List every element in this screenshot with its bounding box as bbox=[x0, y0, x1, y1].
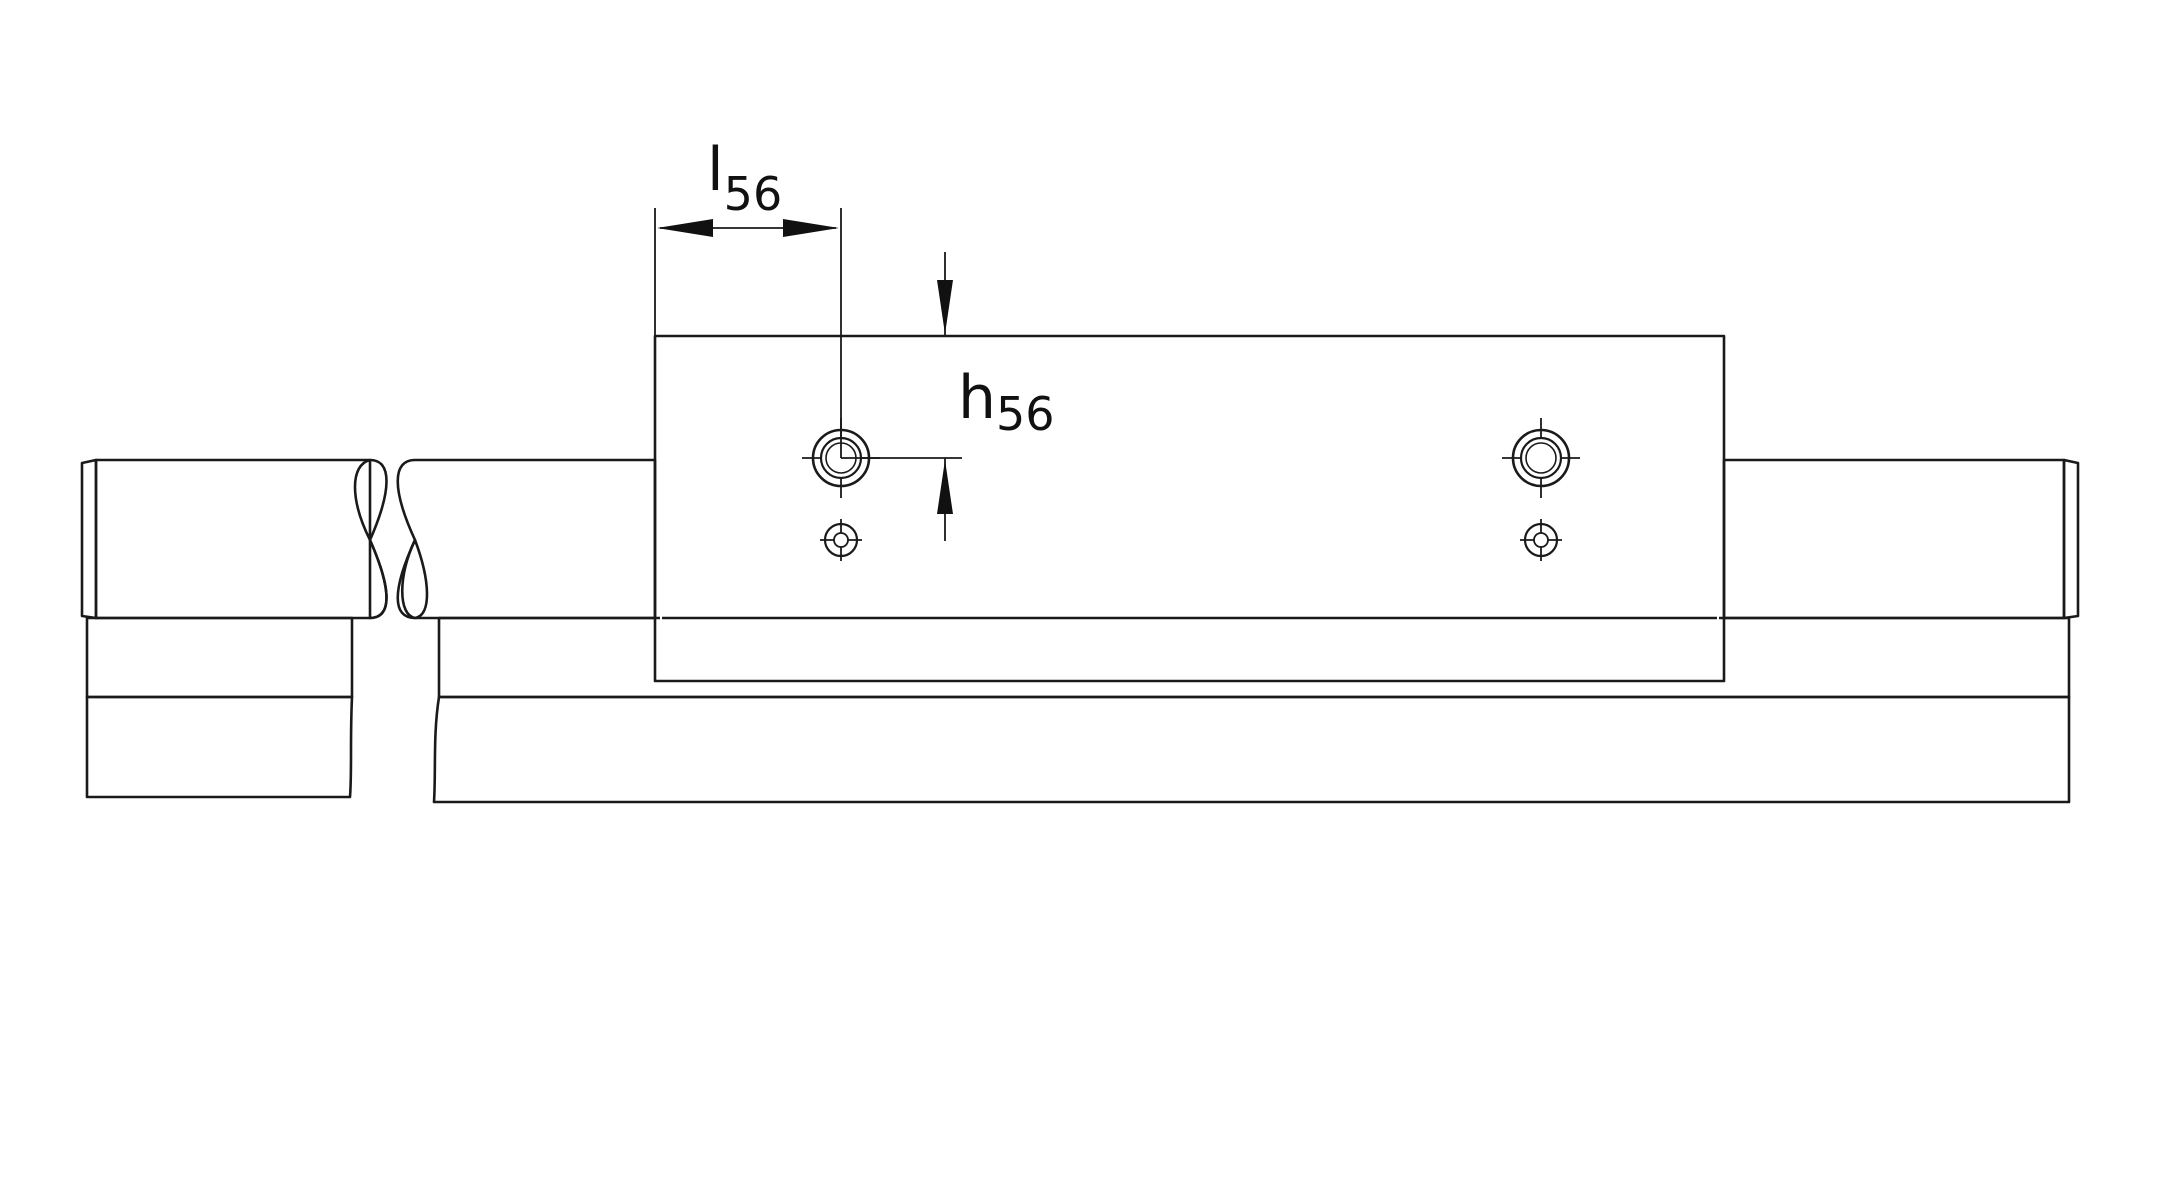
label-l56: l56 bbox=[707, 135, 782, 221]
mounting-hole-large-right bbox=[1502, 418, 1580, 498]
rod-segment-right bbox=[1722, 458, 2066, 620]
base-rail-right bbox=[432, 695, 2071, 804]
rod-break-left bbox=[353, 458, 388, 620]
rod-support-left bbox=[85, 616, 354, 699]
label-h56-sub: 56 bbox=[996, 387, 1055, 441]
label-h56: h56 bbox=[958, 363, 1055, 441]
arrow-right bbox=[783, 219, 839, 237]
arrow-up bbox=[937, 460, 953, 514]
rod-end-cap-left bbox=[80, 458, 98, 620]
rod-support bbox=[85, 616, 2071, 699]
arrow-left bbox=[657, 219, 713, 237]
mounting-hole-small-left bbox=[820, 519, 862, 561]
guide-rod bbox=[80, 458, 2080, 620]
label-l56-main: l bbox=[707, 135, 724, 205]
base-rail-left bbox=[85, 695, 354, 799]
rod-end-cap-right bbox=[2062, 458, 2080, 620]
label-h56-main: h bbox=[958, 363, 996, 433]
base-rail bbox=[85, 695, 2071, 804]
carriage-highlight bbox=[660, 341, 1719, 676]
dimension-l56: l56 bbox=[654, 135, 842, 458]
carriage-body bbox=[653, 334, 1726, 683]
rod-segment-middle bbox=[396, 458, 657, 620]
dimension-h56: h56 bbox=[841, 252, 1055, 541]
label-l56-sub: 56 bbox=[724, 167, 783, 221]
carriage bbox=[653, 334, 1726, 683]
rod-segment-left bbox=[94, 458, 388, 620]
rod-support-right bbox=[437, 616, 2071, 699]
rod-break-right bbox=[400, 538, 429, 620]
mounting-hole-small-right bbox=[1520, 519, 1562, 561]
arrow-down bbox=[937, 280, 953, 334]
